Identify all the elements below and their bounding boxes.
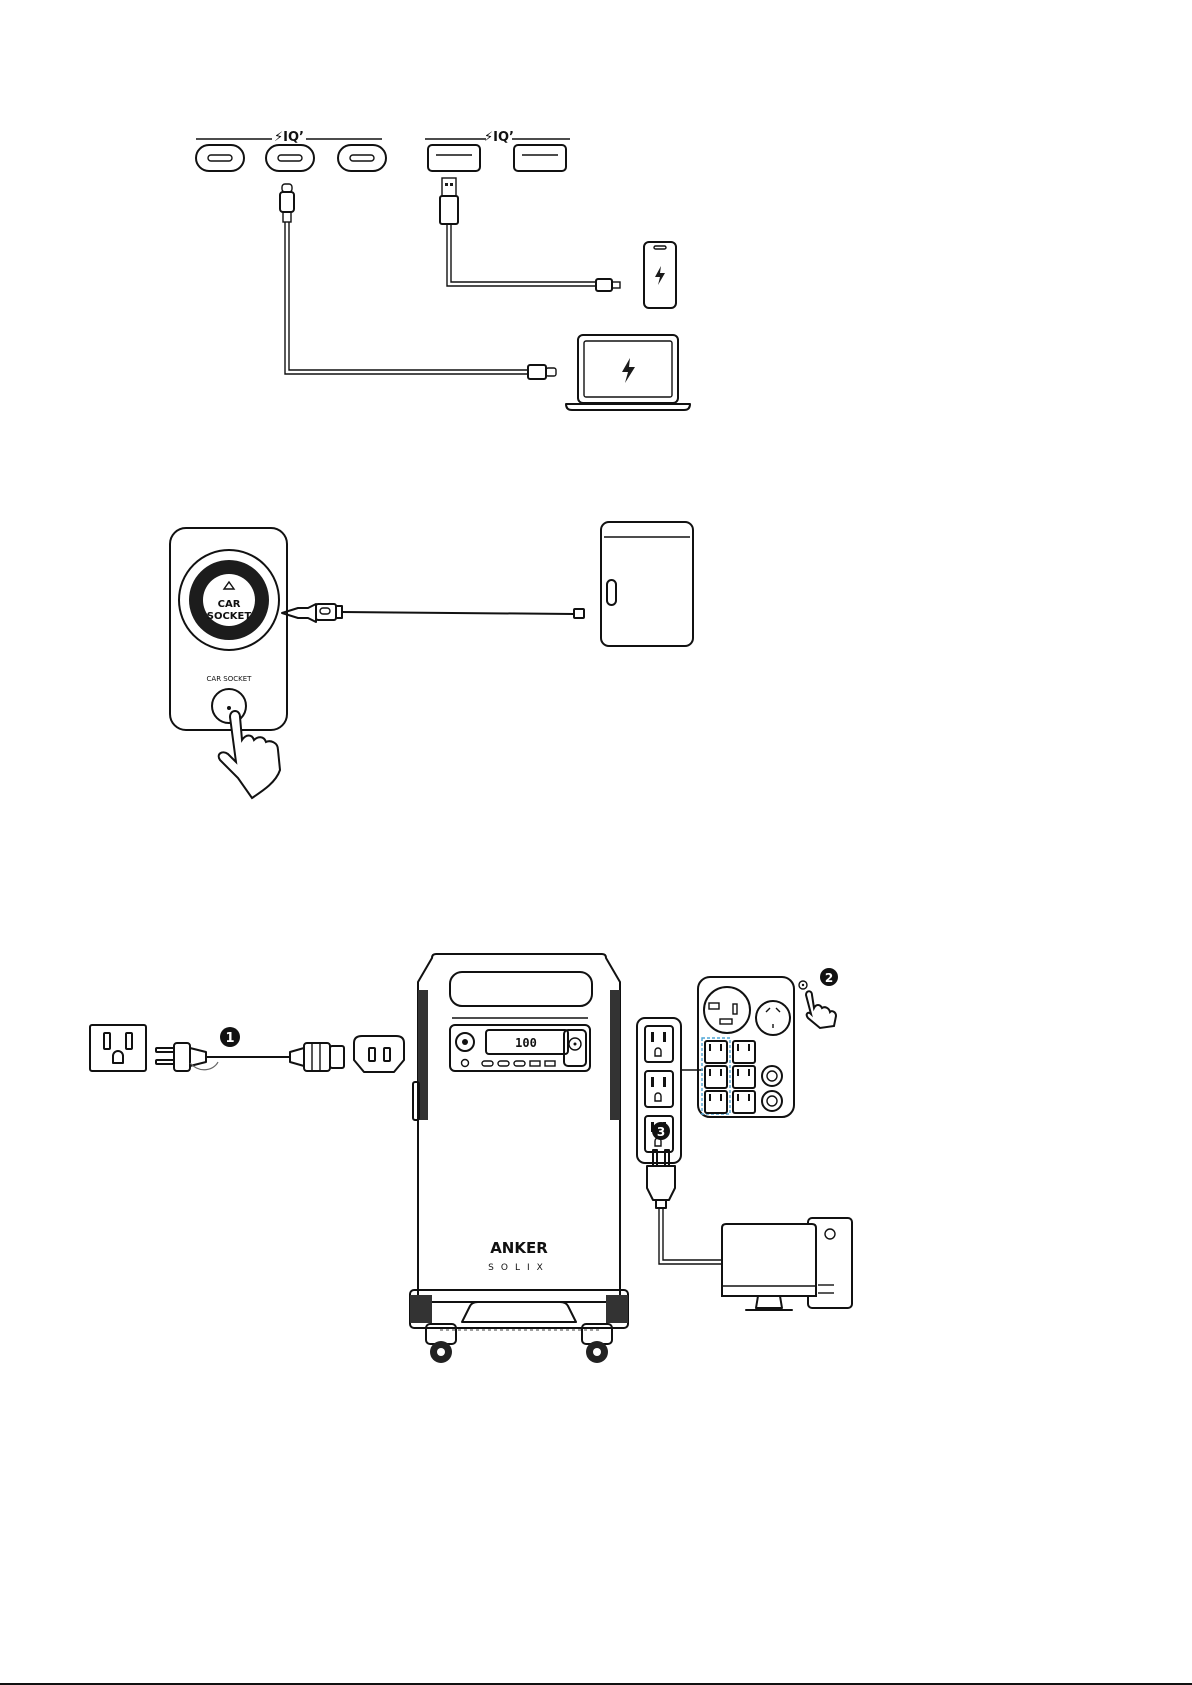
ac-section: 1 100: [90, 954, 852, 1363]
ac-outlet-main-panel: [698, 977, 794, 1117]
iq-label-usb-a: ⚡IQ’: [484, 130, 514, 145]
display-readout: 100: [515, 1036, 537, 1050]
power-station-icon: 100 ANKER SOLIX: [410, 954, 628, 1363]
svg-text:3: 3: [657, 1125, 665, 1139]
car-socket-label-line2: SOCKET: [207, 611, 252, 622]
highlight-box: [702, 1038, 730, 1114]
brand-name: ANKER: [490, 1239, 548, 1257]
ac-outlet-small: [733, 1041, 755, 1063]
iq-label-usb-c: ⚡IQ’: [274, 130, 304, 145]
lightning-icon: [622, 358, 635, 383]
ac-outlet: [645, 1071, 673, 1107]
ac-outlet-small: [733, 1091, 755, 1113]
ac-outlet-small: [733, 1066, 755, 1088]
ac-outlet-small: [705, 1091, 727, 1113]
car-socket-label-line1: CAR: [218, 599, 241, 610]
car-socket-button-icon[interactable]: CAR SOCKET: [179, 550, 279, 650]
svg-text:2: 2: [825, 971, 833, 985]
wall-outlet-icon: [90, 1025, 146, 1071]
ac-outlet-panel-icon: [637, 1018, 681, 1163]
usb-a-cable: [440, 178, 620, 291]
step-3-badge: 3: [652, 1122, 670, 1140]
ac-outlet: [645, 1026, 673, 1062]
car-socket-caption: CAR SOCKET: [207, 675, 253, 683]
hand-press-icon: [806, 991, 836, 1028]
svg-text:1: 1: [225, 1031, 234, 1046]
car-plug-icon: [282, 604, 584, 622]
step-1-badge: 1: [220, 1027, 240, 1047]
hand-press-icon: [219, 711, 280, 798]
car-section: CAR SOCKET CAR SOCKET: [170, 522, 693, 798]
smartphone-icon: [644, 242, 676, 308]
usb-c-port-icon[interactable]: [338, 145, 386, 171]
usb-a-port-icon[interactable]: [428, 145, 480, 171]
usb-a-port-icon[interactable]: [514, 145, 566, 171]
step-2-badge: 2: [820, 968, 838, 986]
ac-inlet-icon: [354, 1036, 404, 1072]
lightning-icon: [655, 266, 665, 285]
brand-subname: SOLIX: [488, 1263, 550, 1273]
desktop-computer-icon: [722, 1218, 852, 1310]
ac-power-cord-icon: [156, 1043, 344, 1071]
usb-c-port-icon[interactable]: [266, 145, 314, 171]
usb-c-port-icon[interactable]: [196, 145, 244, 171]
laptop-icon: [566, 335, 690, 410]
ac-outlet-small: [705, 1041, 727, 1063]
usb-section: ⚡IQ’ ⚡IQ’: [196, 130, 690, 410]
ac-plug-icon: [647, 1150, 722, 1264]
ac-outlet-small: [705, 1066, 727, 1088]
mini-fridge-icon: [601, 522, 693, 646]
